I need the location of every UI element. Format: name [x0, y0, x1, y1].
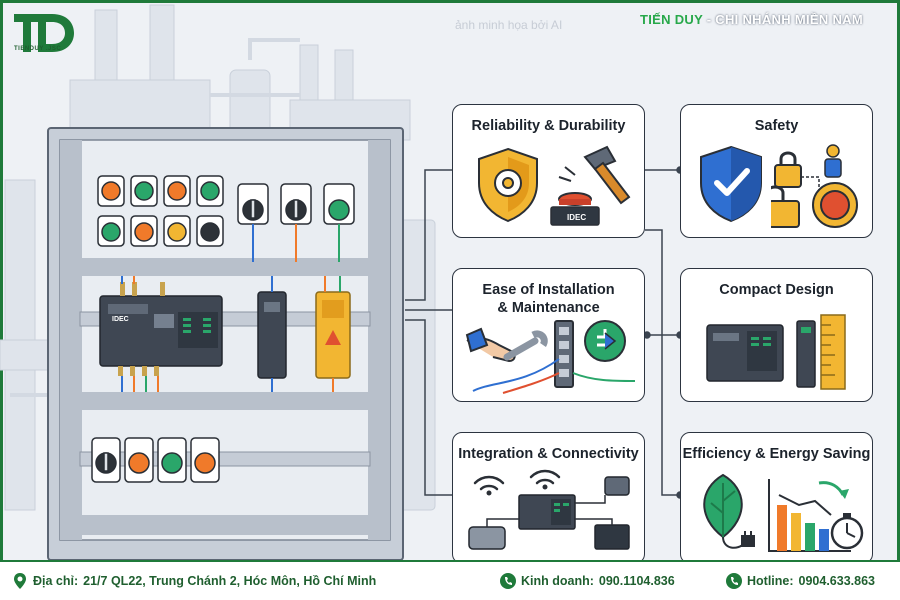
- card-idec-label: IDEC: [567, 213, 586, 222]
- ai-watermark: ảnh minh họa bởi AI: [455, 18, 563, 32]
- logo-wordmark: TIENDUY .JSC: [14, 46, 62, 52]
- card-integration: Integration & Connectivity: [452, 432, 645, 564]
- card-title-line2: & Maintenance: [497, 300, 600, 316]
- address-value: 21/7 QL22, Trung Chánh 2, Hóc Môn, Hồ Ch…: [83, 574, 377, 588]
- card-title: Ease of Installation & Maintenance: [453, 281, 644, 317]
- address-label: Địa chỉ:: [33, 574, 79, 588]
- card-title-line1: Ease of Installation: [482, 282, 615, 298]
- leaf-plug-icon: [703, 473, 755, 549]
- card-safety: Safety: [680, 104, 873, 238]
- shield-gear-icon: [478, 147, 538, 223]
- location-pin-icon: [14, 573, 26, 589]
- phone-icon: [500, 573, 516, 589]
- address-item: Địa chỉ: 21/7 QL22, Trung Chánh 2, Hóc M…: [12, 572, 376, 590]
- card-title: Safety: [754, 118, 799, 134]
- card-title: Reliability & Durability: [471, 118, 626, 134]
- hammer-button-icon: IDEC: [550, 145, 631, 226]
- wrench-terminal-icon: [465, 320, 636, 394]
- branch-name: - CHI NHÁNH MIỀN NAM: [702, 12, 863, 27]
- energy-chart-icon: [768, 479, 864, 552]
- sales-item: Kinh doanh: 090.1104.836: [500, 572, 675, 590]
- sales-phone[interactable]: 090.1104.836: [598, 574, 675, 588]
- hotline-label: Hotline:: [747, 574, 794, 588]
- padlock-icon: [771, 144, 858, 228]
- card-reliability: Reliability & Durability IDEC: [452, 104, 645, 238]
- card-installation: Ease of Installation & Maintenance: [452, 268, 645, 402]
- shield-check-icon: [700, 145, 762, 223]
- card-title: Integration & Connectivity: [458, 446, 639, 462]
- phone-icon: [726, 573, 742, 589]
- hotline-item: Hotline: 0904.633.863: [726, 572, 875, 590]
- card-title: Compact Design: [719, 282, 834, 298]
- hotline-phone[interactable]: 0904.633.863: [798, 574, 875, 588]
- sales-label: Kinh doanh:: [521, 574, 594, 588]
- brand-name: TIẾN DUY: [640, 12, 703, 27]
- panel-idec-label: IDEC: [112, 316, 129, 323]
- tienduy-logo: [14, 14, 74, 52]
- compact-modules-icon: [706, 314, 846, 390]
- network-devices-icon: [468, 469, 630, 550]
- contact-footer: Địa chỉ: 21/7 QL22, Trung Chánh 2, Hóc M…: [0, 560, 900, 600]
- card-compact: Compact Design: [680, 268, 873, 402]
- card-efficiency: Efficiency & Energy Saving: [680, 432, 873, 564]
- card-title: Efficiency & Energy Saving: [682, 446, 871, 462]
- branch-title: TIẾN DUY - CHI NHÁNH MIỀN NAM: [640, 12, 863, 27]
